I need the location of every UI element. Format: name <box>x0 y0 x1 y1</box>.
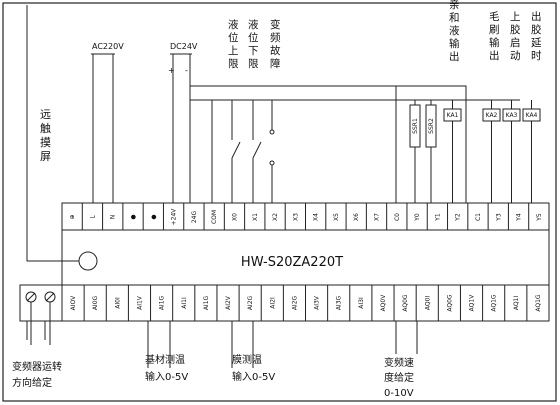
bottom-terminal-label: AQ0G <box>402 294 409 312</box>
bottom-terminal-label: AI3I <box>358 297 365 309</box>
x2-contact-bot <box>269 160 275 166</box>
screw-1-slot <box>26 292 36 302</box>
top-terminal-label: Y3 <box>495 213 502 222</box>
substrate-line1: 基材测温 <box>145 353 185 366</box>
top-terminal-label: Y4 <box>516 213 523 222</box>
film-line1: 膜测温 <box>232 353 262 366</box>
bottom-terminal-label: AI3G <box>336 295 343 310</box>
top-terminal-label: +24V <box>171 208 178 226</box>
top-terminal-label: C0 <box>394 213 401 221</box>
screw-block <box>19 284 63 322</box>
top-terminal-label: X1 <box>252 213 259 221</box>
bottom-terminal-label: AI2G <box>247 295 254 310</box>
relay-label: KA2 <box>486 112 498 119</box>
top-terminal-label: X2 <box>272 213 279 221</box>
top-terminal-label: ● <box>150 214 157 219</box>
bottom-terminal-label: AQ1V <box>469 294 476 312</box>
x0-switch <box>231 141 241 159</box>
bottom-terminal-label: AI2V <box>225 295 232 310</box>
bottom-terminal-label: AI2G <box>291 295 298 310</box>
x1-switch <box>252 141 262 159</box>
dc-neg-mark: - <box>185 66 188 75</box>
substrate-line2: 输入0-5V <box>145 370 188 383</box>
com-wire <box>190 99 213 203</box>
bottom-terminal-label: AQ0G <box>446 294 453 312</box>
com-rail <box>190 85 467 203</box>
relay-label: KA3 <box>506 112 518 119</box>
top-terminal-label: N <box>110 215 117 220</box>
top-terminal-label: ● <box>130 214 137 219</box>
top-label: 液位下限 <box>248 18 259 70</box>
top-label: 出胶延时 <box>531 10 542 62</box>
top-terminal-label: X7 <box>374 213 381 221</box>
x2-contact-top <box>269 129 275 135</box>
top-terminal-label: X5 <box>333 213 340 221</box>
top-terminal-label: X4 <box>313 213 320 221</box>
top-terminal-label: L <box>89 215 96 219</box>
top-terminal-dividers <box>81 203 530 230</box>
top-terminal-label: Y2 <box>455 213 462 222</box>
bottom-terminal-label: AQ1G <box>535 294 542 312</box>
top-terminals: ⊕ L N ● ● +24V 24G COM X0 X1 X2 X3 X4 X5 X6 X7 C0 Y0 Y1 Y2 C… <box>69 208 543 226</box>
top-label: 液位上限 <box>228 18 239 70</box>
bottom-terminal-label: AIOV <box>70 295 77 310</box>
model-label: HW-S20ZA220T <box>241 255 343 270</box>
bottom-terminal-label: AI2I <box>269 297 276 309</box>
top-terminal-label: X0 <box>231 213 238 221</box>
ac-label: AC220V <box>92 42 124 51</box>
bottom-terminal-label: AI0I <box>114 297 121 309</box>
speed-line3: 0-10V <box>384 388 414 399</box>
top-terminal-label: COM <box>211 210 218 224</box>
bottom-terminal-label: AQ1I <box>513 296 520 311</box>
top-terminal-label: ⊕ <box>69 214 76 219</box>
top-label: 上胶启动 <box>510 11 521 62</box>
top-terminal-label: Y0 <box>414 213 421 222</box>
bottom-terminal-label: AI3V <box>314 295 321 310</box>
top-terminal-label: X6 <box>353 213 360 221</box>
bottom-terminal-label: AI1I <box>181 297 188 309</box>
bottom-terminal-label: AI1G <box>203 295 210 310</box>
speed-line1: 变频速 <box>384 356 414 369</box>
relay-label: SSR2 <box>428 118 435 134</box>
top-label: 变频故障 <box>270 18 281 70</box>
speed-line2: 度给定 <box>384 371 414 384</box>
top-terminal-label: Y1 <box>434 213 441 222</box>
top-label: 毛刷输出 <box>489 11 500 62</box>
touchscreen-port <box>78 251 98 271</box>
relay-label: KA1 <box>447 112 459 119</box>
outer-frame <box>2 2 557 402</box>
left-label-char-1: 远触摸屏 <box>40 108 51 163</box>
screw-2-slot <box>45 292 55 302</box>
dc-label: DC24V <box>170 42 198 51</box>
bottom-terminal-dividers <box>83 285 528 321</box>
inverter-dir-line1: 变频器运转 <box>12 360 62 373</box>
relay-label: SSR1 <box>412 118 419 134</box>
left-vertical-label: 远触摸屏 <box>40 108 51 163</box>
touchscreen-wire <box>26 5 82 262</box>
top-terminal-label: Y5 <box>536 213 543 222</box>
film-line2: 输入0-5V <box>232 370 275 383</box>
dc-pos-mark: + <box>168 66 175 75</box>
bottom-terminal-label: AI1V <box>136 295 143 310</box>
relays: SSR1 SSR2 KA1 KA2 KA3 KA4 <box>409 100 541 203</box>
top-terminal-label: X3 <box>292 213 299 221</box>
bottom-terminals: AIOV AI0G AI0I AI1V AI1G AI1I AI1G AI2V AI2G AI2I… <box>70 294 542 312</box>
bottom-terminal-label: AQ0I <box>424 296 431 311</box>
top-terminal-label: 24G <box>191 211 198 224</box>
inverter-dir-line2: 方向给定 <box>12 376 52 389</box>
bottom-terminal-label: AQ0V <box>380 294 387 312</box>
top-terminal-label: C1 <box>475 213 482 221</box>
bottom-terminal-label: AI0G <box>92 295 99 310</box>
bottom-terminal-label: AI1G <box>159 295 166 310</box>
bottom-terminal-label: AQ1G <box>491 294 498 312</box>
top-label: 亲和液输出 <box>449 0 460 63</box>
relay-label: KA4 <box>526 112 538 119</box>
